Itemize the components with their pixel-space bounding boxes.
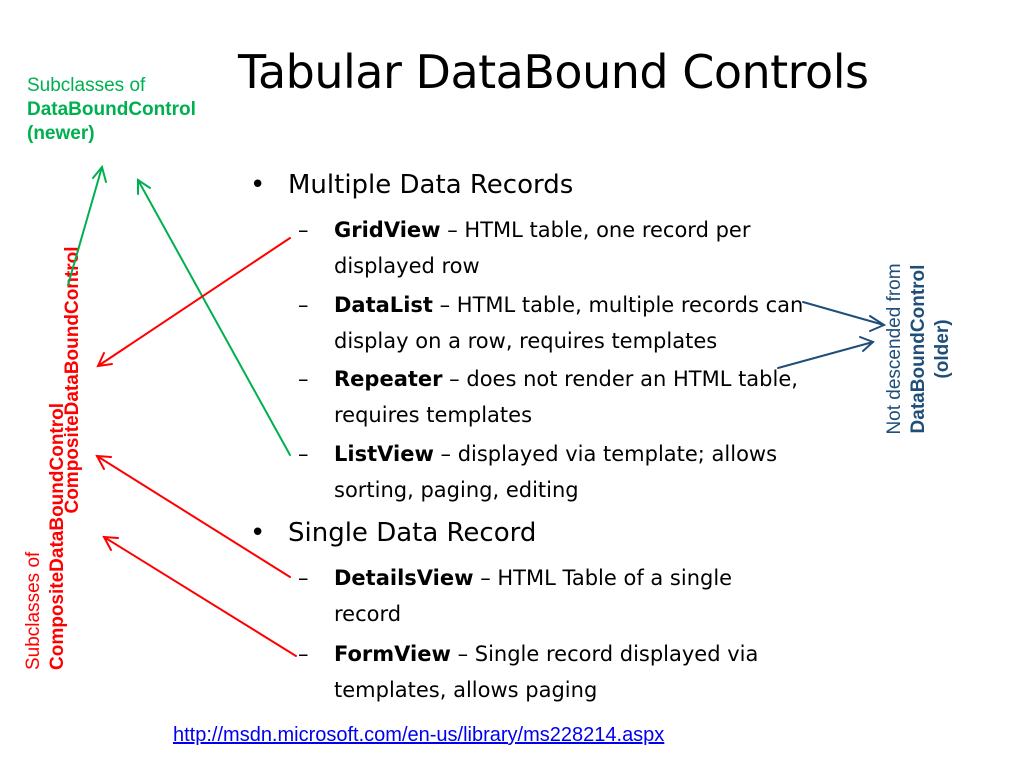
- control-name: ListView: [334, 442, 434, 466]
- slide-title: Tabular DataBound Controls: [238, 45, 869, 99]
- blue-arrow-datalist: [802, 301, 885, 326]
- red-arrow-detailsview: [96, 455, 291, 578]
- control-desc: HTML Table of a single record: [334, 566, 733, 626]
- older-note-line1: Not descended from: [884, 263, 905, 435]
- control-desc: displayed via template; allows sorting, …: [334, 442, 778, 502]
- bullet-dot: •: [250, 518, 266, 548]
- arrowhead-icon: [869, 315, 887, 332]
- older-controls-note: Not descended from DataBoundControl (old…: [883, 233, 955, 465]
- control-desc: does not render an HTML table, requires …: [334, 367, 798, 427]
- newer-note-line3: (newer): [27, 123, 95, 144]
- composite-subclasses-note: Subclasses of CompositeDataBoundControl: [22, 403, 70, 670]
- composite-vertical-label: CompositeDataBoundControl: [62, 246, 83, 514]
- control-desc: HTML table, multiple records can display…: [334, 293, 804, 353]
- bullet-label: Single Data Record: [288, 518, 537, 548]
- control-name: GridView: [334, 218, 441, 242]
- control-name: FormView: [334, 642, 451, 666]
- green-arrows: [67, 164, 291, 456]
- control-name: Repeater: [334, 367, 443, 391]
- arrowhead-icon: [137, 178, 151, 195]
- msdn-link[interactable]: http://msdn.microsoft.com/en-us/library/…: [173, 724, 665, 746]
- control-name: DataList: [334, 293, 433, 317]
- arrowhead-icon: [102, 535, 119, 551]
- composite-note-line1: Subclasses of: [23, 551, 44, 670]
- control-desc: HTML table, one record per displayed row: [334, 218, 751, 278]
- green-arrow-listview: [137, 179, 291, 456]
- red-arrow-gridview: [97, 237, 291, 367]
- arrowhead-icon: [92, 164, 107, 183]
- bullet-single-record: • Single Data Record: [250, 518, 536, 548]
- control-desc: Single record displayed via templates, a…: [334, 642, 759, 702]
- older-note-line2: DataBoundControl: [908, 264, 929, 434]
- bullet-label: Multiple Data Records: [288, 170, 574, 200]
- red-arrow-formview: [103, 536, 297, 657]
- arrowhead-icon: [859, 336, 875, 352]
- newer-note-line1: Subclasses of: [27, 75, 146, 96]
- composite-note-line2: CompositeDataBoundControl: [47, 402, 68, 670]
- red-arrows: [95, 237, 297, 657]
- bullet-multiple-records: • Multiple Data Records: [250, 170, 573, 200]
- bullet-dot: •: [250, 170, 266, 200]
- older-note-line3: (older): [932, 319, 953, 379]
- control-name: DetailsView: [334, 566, 474, 590]
- arrowhead-icon: [95, 454, 112, 470]
- newer-subclasses-note: Subclasses of DataBoundControl (newer): [27, 74, 196, 146]
- newer-note-line2: DataBoundControl: [27, 99, 196, 120]
- arrowhead-icon: [96, 352, 113, 368]
